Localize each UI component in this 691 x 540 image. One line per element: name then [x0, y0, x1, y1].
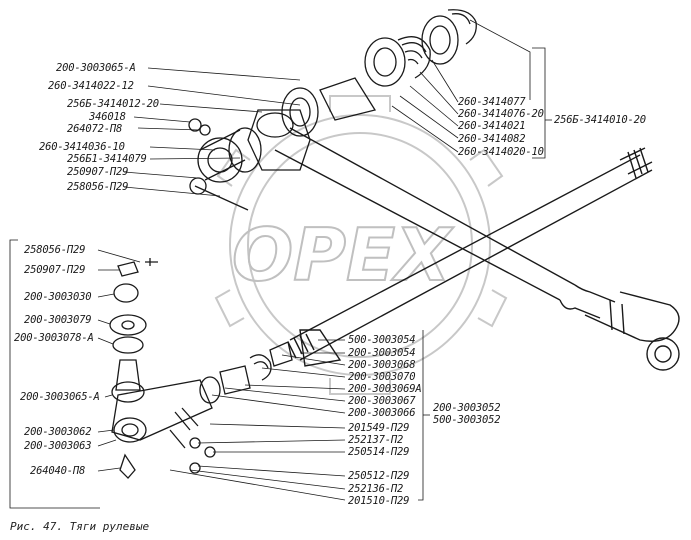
label-top-left-6: 256Б1-3414079	[67, 153, 147, 165]
label-left-4: 200-3003078-А	[14, 332, 94, 344]
label-bottom-right-2: 200-3003068	[348, 359, 416, 371]
label-top-left-7: 250907-П29	[67, 166, 129, 178]
top-ball-pin-stack	[281, 9, 477, 137]
label-left-2: 200-3003030	[24, 291, 92, 303]
label-top-right-0: 260-3414077	[458, 96, 526, 108]
label-top-left-4: 264072-П8	[67, 123, 123, 135]
assembly-bottom-label-0: 200-3003052	[433, 402, 501, 414]
label-bottom-right-10: 250512-П29	[348, 470, 410, 482]
label-left-5: 200-3003065-А	[20, 391, 100, 403]
assembly-top-label: 256Б-3414010-20	[554, 114, 646, 126]
leaders-top-right	[391, 19, 552, 159]
label-bottom-right-11: 252136-П2	[348, 483, 404, 495]
leaders-top-left	[123, 67, 301, 197]
figure-caption: Рис. 47. Тяги рулевые	[10, 520, 150, 533]
watermark-gear-icon	[214, 95, 508, 395]
label-top-right-4: 260-3414020-10	[458, 146, 544, 158]
label-top-left-2: 256Б-3414012-20	[67, 98, 159, 110]
label-top-right-1: 260-3414076-20	[458, 108, 544, 120]
label-bottom-right-3: 200-3003070	[348, 371, 416, 383]
label-top-left-0: 200-3003065-А	[56, 62, 136, 74]
label-left-1: 250907-П29	[24, 264, 86, 276]
label-bottom-right-0: 500-3003054	[348, 334, 416, 346]
label-left-3: 200-3003079	[24, 314, 92, 326]
label-bottom-right-7: 201549-П29	[348, 422, 410, 434]
label-left-7: 200-3003063	[24, 440, 92, 452]
lower-tie-rod	[287, 147, 653, 367]
label-top-right-2: 260-3414021	[458, 120, 526, 132]
label-bottom-right-6: 200-3003066	[348, 407, 416, 419]
label-top-left-8: 258056-П29	[67, 181, 129, 193]
label-bottom-right-8: 252137-П2	[348, 434, 404, 446]
label-bottom-right-4: 200-3003069А	[348, 383, 422, 395]
label-bottom-right-12: 201510-П29	[348, 495, 410, 507]
label-top-right-3: 260-3414082	[458, 133, 526, 145]
leaders-left	[9, 239, 141, 509]
label-top-left-1: 260-3414022-12	[48, 80, 134, 92]
label-left-0: 258056-П29	[24, 244, 86, 256]
leaders-bottom-right	[169, 330, 430, 501]
assembly-bottom-label-1: 500-3003052	[433, 414, 501, 426]
label-top-left-3: 346018	[89, 111, 126, 123]
label-left-8: 264040-П8	[30, 465, 86, 477]
label-bottom-right-5: 200-3003067	[348, 395, 416, 407]
watermark-text: OPEX	[232, 213, 454, 297]
label-bottom-right-9: 250514-П29	[348, 446, 410, 458]
label-bottom-right-1: 200-3003054	[348, 347, 416, 359]
upper-tie-rod	[274, 127, 680, 371]
label-top-left-5: 260-3414036-10	[39, 141, 125, 153]
label-left-6: 200-3003062	[24, 426, 92, 438]
